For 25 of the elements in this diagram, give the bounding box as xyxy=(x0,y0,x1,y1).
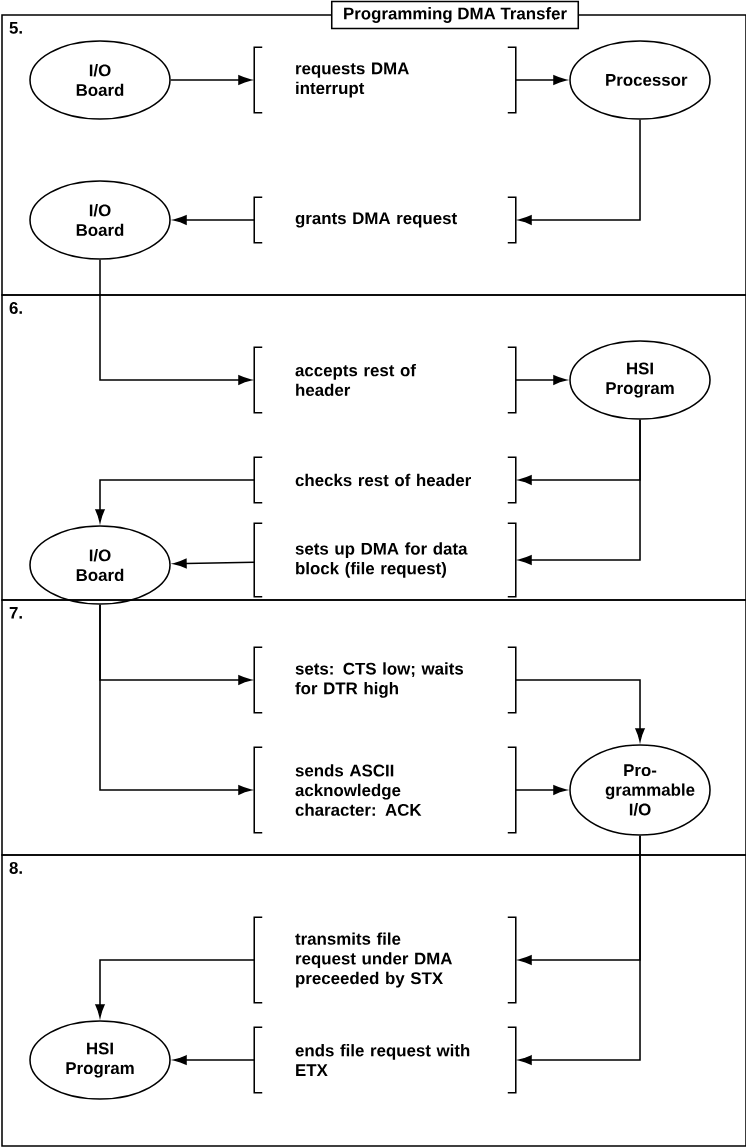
bracketed-text: sets up DMA for data block (file request) xyxy=(253,522,517,598)
arrow xyxy=(515,375,567,385)
arrow xyxy=(518,419,641,565)
title-box: Programming DMA Transfer xyxy=(330,0,580,30)
arrow xyxy=(515,679,645,742)
arrow xyxy=(99,259,252,385)
bracketed-text: accepts rest of header xyxy=(253,346,517,414)
arrow xyxy=(95,479,255,523)
bracketed-text: sets: CTS low; waits for DTR high xyxy=(253,646,517,714)
arrow xyxy=(515,75,567,85)
arrow xyxy=(518,835,641,1065)
arrow xyxy=(173,558,255,569)
bracketed-text: sends ASCII acknowledge character: ACK xyxy=(253,746,517,834)
arrow xyxy=(173,215,255,225)
arrow xyxy=(173,1055,255,1065)
arrow xyxy=(515,785,567,795)
arrow xyxy=(95,959,255,1018)
bracketed-text: grants DMA request xyxy=(253,196,517,244)
arrow xyxy=(518,119,641,225)
arrow xyxy=(99,604,252,795)
arrow xyxy=(170,75,252,85)
bracketed-text: ends file request with ETX xyxy=(253,1026,517,1094)
bracketed-text: checks rest of header xyxy=(253,456,517,504)
bracketed-text: requests DMA interrupt xyxy=(253,46,517,114)
bracketed-text: transmits file request under DMA preceeded by STX xyxy=(253,916,517,1004)
